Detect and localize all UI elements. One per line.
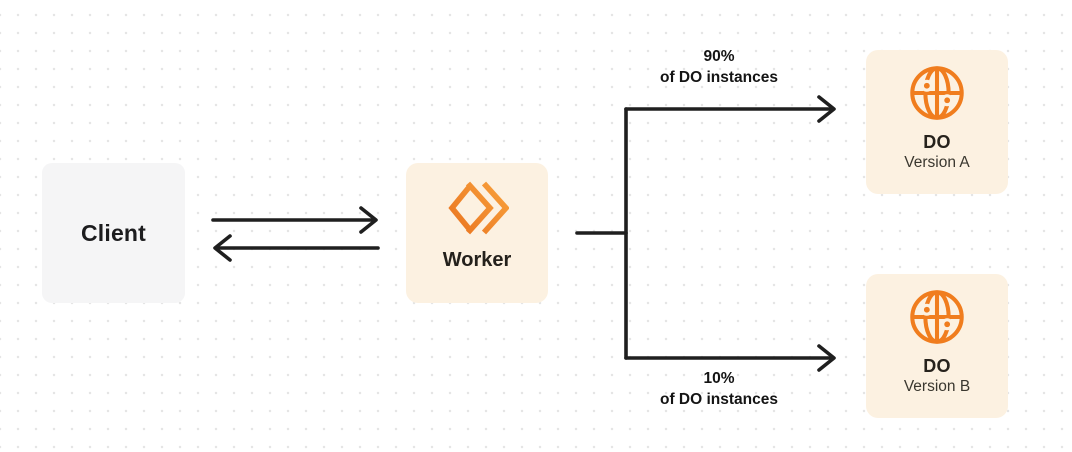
arrow-client-to-worker [211, 206, 378, 234]
branch-a-percent: 90% [703, 48, 735, 65]
branch-b-caption: of DO instances [660, 391, 778, 408]
do-b-title: DO [923, 356, 951, 376]
client-node: Client [42, 163, 185, 303]
do-a-title: DO [923, 132, 951, 152]
do-version-b-node: DO Version B [866, 274, 1008, 418]
client-label: Client [80, 219, 147, 246]
branch-connector [575, 107, 628, 360]
workers-logo-icon [448, 181, 509, 235]
durable-object-globe-icon [910, 66, 964, 120]
worker-label: Worker [442, 249, 512, 271]
arrow-branch-to-do-a [624, 95, 836, 123]
worker-node: Worker [406, 163, 548, 303]
do-a-subtitle: Version A [904, 154, 970, 171]
arrow-branch-to-do-b [624, 344, 836, 372]
do-b-subtitle: Version B [903, 378, 971, 395]
durable-object-globe-icon [910, 290, 964, 344]
branch-a-caption: of DO instances [660, 69, 778, 86]
do-version-a-node: DO Version A [866, 50, 1008, 194]
branch-a-label: 90% of DO instances [609, 46, 829, 88]
branch-b-label: 10% of DO instances [609, 368, 829, 410]
branch-b-percent: 10% [703, 370, 735, 387]
arrow-worker-to-client [213, 234, 380, 262]
